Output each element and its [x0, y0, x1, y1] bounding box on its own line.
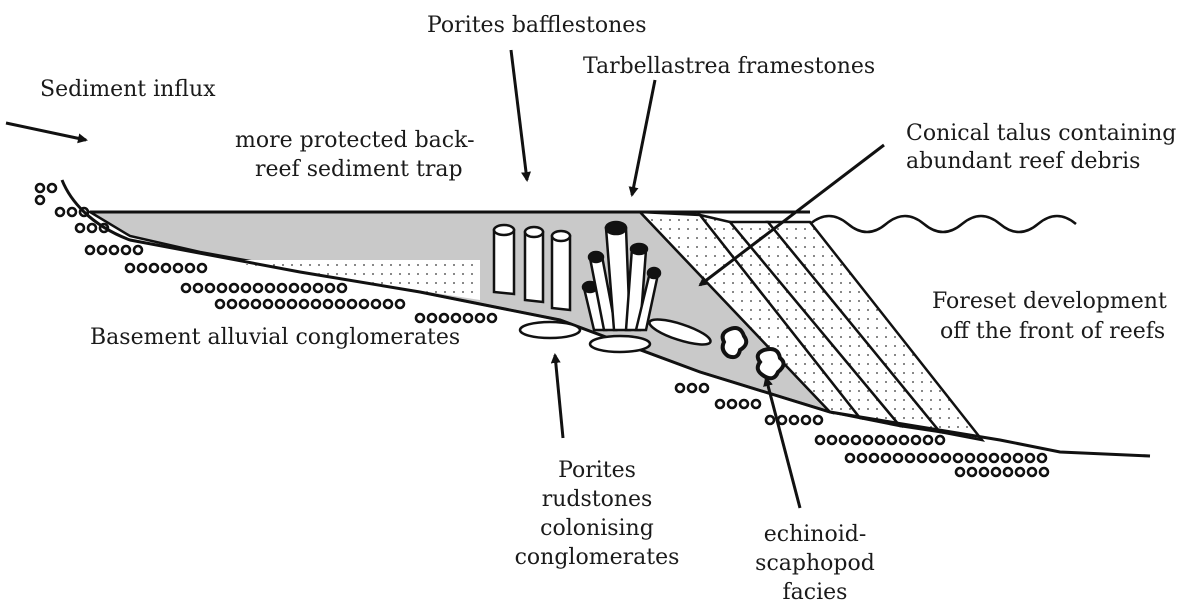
label-conical-talus-line-2: abundant reef debris	[906, 149, 1140, 174]
label-echinoid-line-1: echinoid-	[764, 522, 867, 547]
porites-bafflestones-arrow	[511, 50, 527, 180]
label-back-reef-line-1: more protected back-	[235, 128, 475, 153]
label-echinoid-line-2: scaphopod	[755, 551, 875, 576]
label-conical-talus-line-1: Conical talus containing	[906, 121, 1176, 146]
label-porites-bafflestones: Porites bafflestones	[427, 13, 647, 38]
label-foreset-line-2: off the front of reefs	[940, 319, 1165, 344]
label-sediment-influx: Sediment influx	[40, 77, 216, 102]
label-back-reef-line-2: reef sediment trap	[255, 157, 463, 182]
label-rudstones-line-4: conglomerates	[515, 545, 680, 570]
sediment-influx-arrow	[6, 123, 86, 140]
label-echinoid-line-3: facies	[783, 580, 848, 605]
label-basement-conglomerates: Basement alluvial conglomerates	[90, 325, 460, 350]
sea-surface-waves	[810, 216, 1076, 232]
label-rudstones-line-2: rudstones	[542, 487, 653, 512]
label-tarbellastrea-framestones: Tarbellastrea framestones	[583, 54, 875, 79]
label-rudstones-line-3: colonising	[540, 516, 654, 541]
label-rudstones-line-1: Porites	[558, 458, 636, 483]
label-foreset-line-1: Foreset development	[932, 289, 1167, 314]
rudstones-arrow	[555, 355, 563, 438]
tarbellastrea-arrow	[632, 80, 655, 195]
